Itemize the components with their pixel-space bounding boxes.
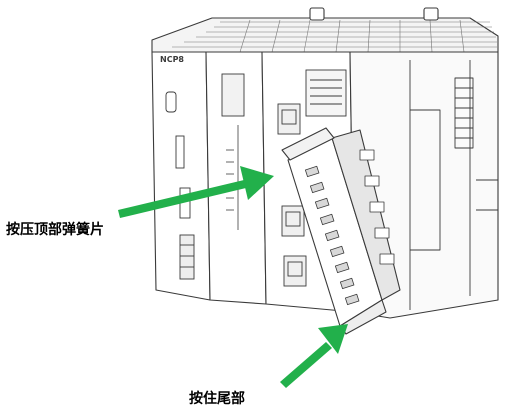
status-slot xyxy=(175,135,185,169)
rj45-port-1 xyxy=(277,103,301,135)
terminal-levers xyxy=(359,149,395,265)
top-clip-left xyxy=(309,7,325,21)
callout-hold-tail: 按住尾部 xyxy=(189,391,245,407)
label-strip xyxy=(305,69,347,117)
top-clip-right xyxy=(423,7,439,21)
brand-mark: NCP8 xyxy=(160,55,184,64)
side-ribs xyxy=(409,60,498,310)
rj45-port-3 xyxy=(283,255,307,287)
terminal-block xyxy=(179,234,195,280)
arrow-to-spring-icon xyxy=(118,166,274,218)
power-switch xyxy=(165,91,177,113)
cpu-display xyxy=(221,73,245,117)
removable-terminal xyxy=(281,127,401,335)
rj45-port-2 xyxy=(281,205,305,237)
terminal-slots xyxy=(304,165,360,306)
top-vent-grid xyxy=(172,19,497,53)
arrow-to-tail-icon xyxy=(280,324,348,388)
front-panel-details xyxy=(165,69,347,287)
terminal-top-spring xyxy=(281,127,335,161)
arrow-icon xyxy=(118,166,348,388)
callout-press-top-spring: 按压顶部弹簧片 xyxy=(6,222,104,238)
